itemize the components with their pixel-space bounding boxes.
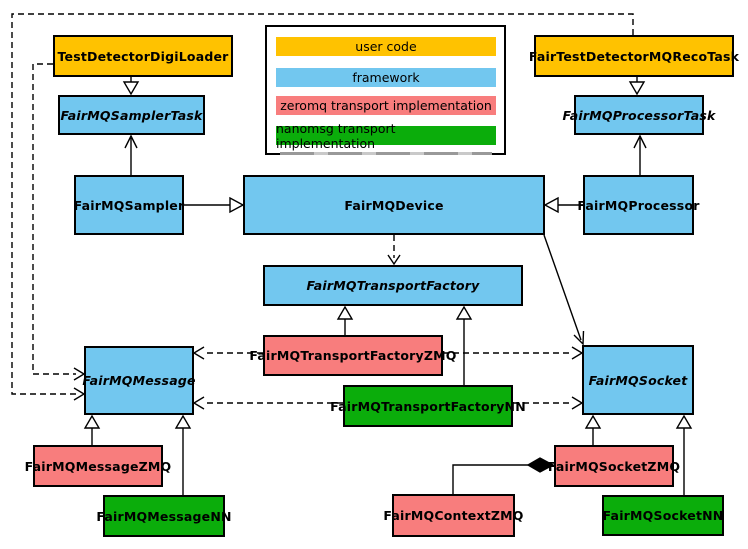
edge-processor-processortask <box>634 136 646 175</box>
node-fairmqdevice: FairMQDevice <box>243 175 545 235</box>
node-fairmqsocket: FairMQSocket <box>582 345 694 415</box>
legend-item-zeromq: zeromq transport implementation <box>276 96 496 115</box>
node-fairmqmessage: FairMQMessage <box>82 346 195 415</box>
node-fairmqmessagenn: FairMQMessageNN <box>96 495 231 537</box>
edge-processor-device <box>545 198 583 212</box>
node-fairmqtransportfactoryzmq: FairMQTransportFactoryZMQ <box>249 335 456 376</box>
edge-factorynn-factory <box>457 307 471 385</box>
node-fairmqsamplertask: FairMQSamplerTask <box>58 95 205 135</box>
edge-recotask-processortask <box>630 77 644 94</box>
edge-digiloader-samplertask <box>124 77 138 94</box>
node-fairmqprocessortask: FairMQProcessorTask <box>562 95 715 135</box>
edge-factoryzmq-message <box>194 347 263 359</box>
edge-contextzmq-socketzmq <box>453 458 553 494</box>
edge-messagezmq-message <box>85 416 99 445</box>
legend-shadow-line <box>280 152 492 155</box>
node-fairmqsocketnn: FairMQSocketNN <box>602 495 724 536</box>
node-fairmqtransportfactorynn: FairMQTransportFactoryNN <box>330 385 526 427</box>
edge-device-socket <box>544 235 584 344</box>
legend-item-framework: framework <box>276 68 496 87</box>
edge-messagenn-message <box>176 416 190 495</box>
node-fairmqcontextzmq: FairMQContextZMQ <box>383 494 523 537</box>
node-fairmqsocketzmq: FairMQSocketZMQ <box>548 445 680 487</box>
legend-item-nanomsg: nanomsg transport implementation <box>276 121 496 151</box>
edge-socketzmq-socket <box>586 416 600 445</box>
node-fairmqtransportfactory: FairMQTransportFactory <box>263 265 523 306</box>
legend-item-user-code: user code <box>276 37 496 56</box>
node-testdetectordigiloader: TestDetectorDigiLoader <box>53 35 233 77</box>
edge-sampler-samplertask <box>125 136 137 175</box>
edge-factorynn-message <box>194 397 343 409</box>
edge-factoryzmq-factory <box>338 307 352 335</box>
edge-device-factory <box>388 235 400 264</box>
legend: user code framework zeromq transport imp… <box>265 25 506 155</box>
node-fairmqprocessor: FairMQProcessor <box>577 175 699 235</box>
node-fairtestdetectormqrecotask: FairTestDetectorMQRecoTask <box>529 35 739 77</box>
edge-socketnn-socket <box>677 416 691 495</box>
edge-sampler-device <box>184 198 243 212</box>
node-fairmqmessagezmq: FairMQMessageZMQ <box>25 445 171 487</box>
node-fairmqsampler: FairMQSampler <box>74 175 184 235</box>
